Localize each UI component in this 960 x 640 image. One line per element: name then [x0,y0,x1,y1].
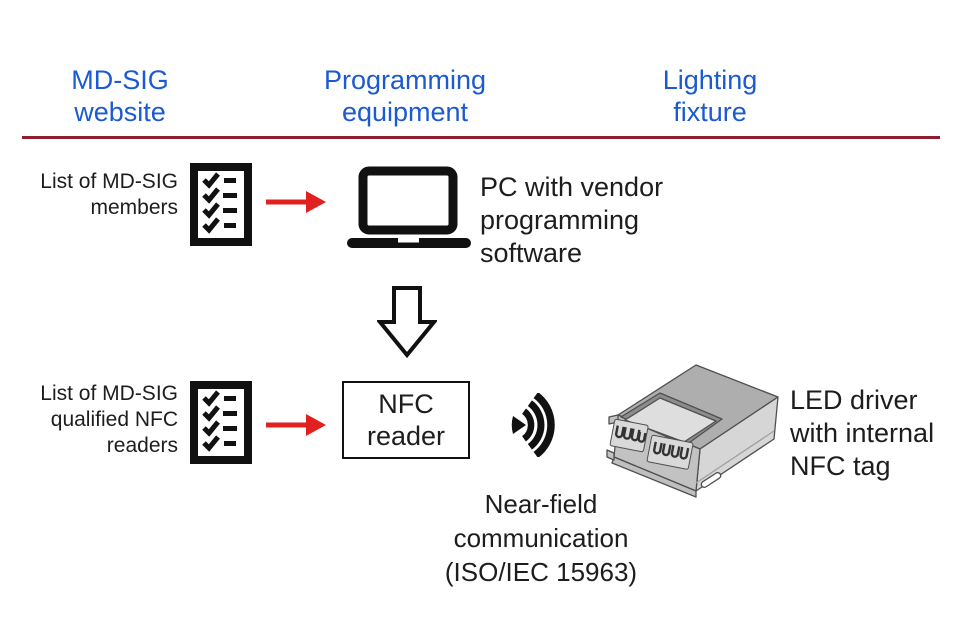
label-line: NFC tag [790,451,891,481]
label-line: PC with vendor [480,172,664,202]
caption-line: communication [453,523,629,553]
column-header-programming-equipment: Programming equipment [305,64,505,128]
row1-source-label: List of MD-SIG members [28,169,178,221]
header-divider-line [22,136,940,139]
column-header-lighting-fixture: Lighting fixture [610,64,810,128]
row2-source-label: List of MD-SIG qualified NFC readers [20,381,178,459]
label-line: LED driver [790,385,918,415]
column-header-md-sig-website: MD-SIG website [30,64,210,128]
caption-line: (ISO/IEC 15963) [444,557,638,587]
row2-driver-label: LED driver with internal NFC tag [790,384,960,483]
header-line: MD-SIG [71,65,169,95]
hollow-down-arrow-icon [377,286,437,358]
red-arrow-right-icon [266,191,326,213]
checklist-icon [190,381,252,464]
label-line: programming [480,205,640,235]
header-line: fixture [673,97,747,127]
nfc-signal-waves-icon [510,393,564,457]
header-line: website [74,97,166,127]
label-line: readers [106,434,178,457]
led-driver-3d-illustration [596,357,784,499]
label-line: with internal [790,418,935,448]
checklist-icon [190,163,252,246]
label-line: qualified NFC [50,408,178,431]
label-line: software [480,238,583,268]
red-arrow-right-icon [266,414,326,436]
header-line: equipment [341,97,469,127]
label-line: members [90,196,178,219]
nfc-caption: Near-field communication (ISO/IEC 15963) [391,487,691,589]
label-line: NFC [378,389,434,419]
nfc-reader-box: NFC reader [342,381,470,459]
header-line: Programming [323,65,487,95]
label-line: reader [366,421,446,451]
label-line: List of MD-SIG [40,382,178,405]
row1-equipment-label: PC with vendor programming software [480,171,710,270]
caption-line: Near-field [484,489,598,519]
label-line: List of MD-SIG [40,170,178,193]
laptop-icon [346,166,472,250]
header-line: Lighting [662,65,758,95]
